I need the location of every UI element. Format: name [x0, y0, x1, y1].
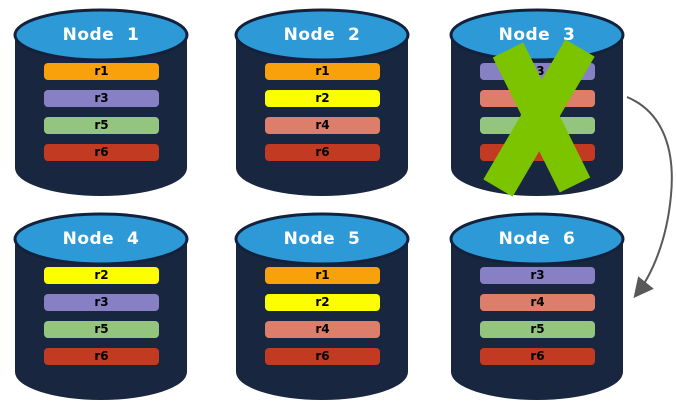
- replica-bar: r1: [44, 63, 159, 80]
- replica-bar: [480, 90, 595, 107]
- replica-bar: r5: [44, 117, 159, 134]
- node-label: Node 3: [498, 25, 576, 45]
- node-3: Node 3 r3: [448, 8, 626, 200]
- cylinder-top: [234, 8, 410, 62]
- replica-bar: [480, 117, 595, 134]
- arrow-curve: [626, 96, 673, 299]
- node-label: Node 1: [62, 25, 140, 45]
- replica-bar: r4: [480, 294, 595, 311]
- replica-bar: r1: [265, 63, 380, 80]
- node-label: Node 2: [283, 25, 361, 45]
- node-1: Node 1 r1 r3 r5 r6: [12, 8, 190, 200]
- replica-bar: r2: [44, 267, 159, 284]
- replica-bar: r4: [265, 117, 380, 134]
- cylinder-top: [234, 212, 410, 266]
- node-2: Node 2 r1 r2 r4 r6: [233, 8, 411, 200]
- cylinder-top: [13, 212, 189, 266]
- replica-bar: r3: [44, 294, 159, 311]
- replica-list: r2 r3 r5 r6: [44, 267, 159, 375]
- replica-bar: r6: [265, 348, 380, 365]
- replica-bar: r6: [44, 144, 159, 161]
- node-label: Node 5: [283, 229, 361, 249]
- replica-bar: [480, 144, 595, 161]
- replica-list: r3 r4 r5 r6: [480, 267, 595, 375]
- replica-bar: r2: [265, 294, 380, 311]
- node-4: Node 4 r2 r3 r5 r6: [12, 212, 190, 402]
- cylinder-top: [449, 212, 625, 266]
- cylinder-top: [13, 8, 189, 62]
- replica-bar: r5: [480, 321, 595, 338]
- node-6: Node 6 r3 r4 r5 r6: [448, 212, 626, 402]
- node-label: Node 6: [498, 229, 576, 249]
- replica-bar: r3: [480, 63, 595, 80]
- replica-bar: r5: [44, 321, 159, 338]
- replica-bar: r6: [44, 348, 159, 365]
- node-label: Node 4: [62, 229, 140, 249]
- replica-bar: r6: [265, 144, 380, 161]
- replica-bar: r6: [480, 348, 595, 365]
- replica-bar: r3: [44, 90, 159, 107]
- node-5: Node 5 r1 r2 r4 r6: [233, 212, 411, 402]
- replica-list: r1 r2 r4 r6: [265, 267, 380, 375]
- replica-list: r1 r3 r5 r6: [44, 63, 159, 171]
- replica-list: r1 r2 r4 r6: [265, 63, 380, 171]
- replica-bar: r2: [265, 90, 380, 107]
- replica-bar: r1: [265, 267, 380, 284]
- replica-list: r3: [480, 63, 595, 171]
- replica-bar: r4: [265, 321, 380, 338]
- replica-bar: r3: [480, 267, 595, 284]
